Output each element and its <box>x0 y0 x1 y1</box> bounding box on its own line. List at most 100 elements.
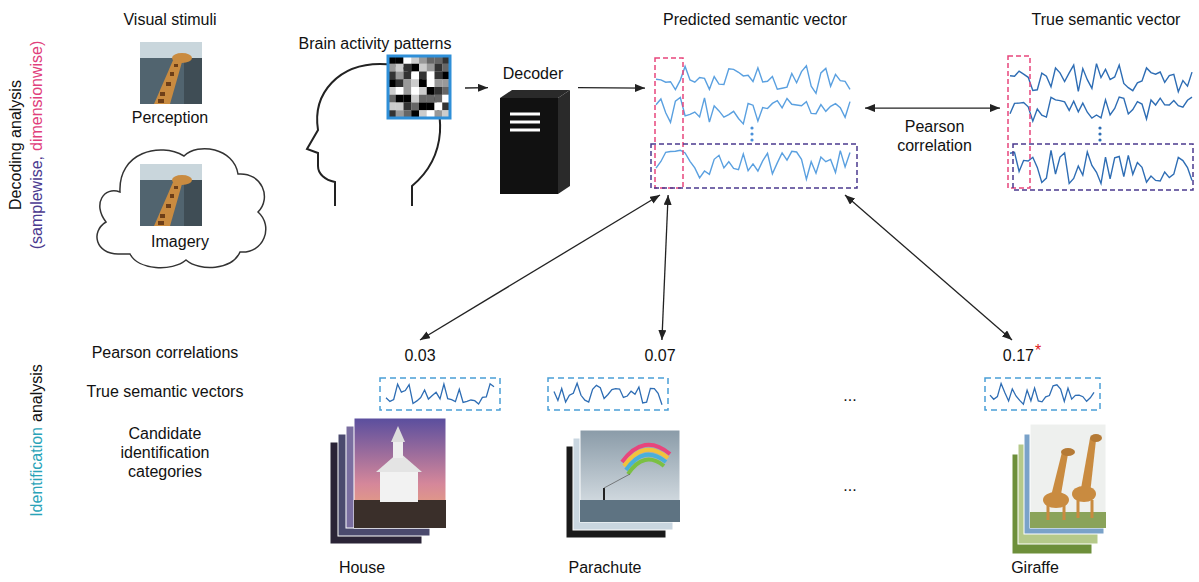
voxel <box>419 72 427 80</box>
candidate-column: 0.07Parachute <box>540 340 780 579</box>
connector-arrow <box>662 195 668 340</box>
vertical-section-label: Decoding analysis(samplewise, dimensionwi… <box>5 30 47 260</box>
voxel <box>427 72 435 80</box>
connector-arrow <box>865 107 1000 108</box>
pattern-frame <box>388 56 450 118</box>
voxel <box>411 95 419 103</box>
connector-arrow <box>465 87 488 89</box>
voxel <box>427 95 435 103</box>
vector-trace <box>554 383 662 405</box>
column-heading: Visual stimuli <box>100 10 240 29</box>
stimulus-box: Perception <box>118 38 222 134</box>
connector-arrow <box>578 87 645 89</box>
vector-trace <box>656 66 850 94</box>
voxel <box>435 95 443 103</box>
brain-activity-pattern <box>388 56 450 118</box>
ellipsis: ... <box>830 386 870 405</box>
parachute-image-stack <box>566 430 680 538</box>
connector-arrow <box>845 195 1012 340</box>
voxel <box>427 64 435 72</box>
significance-star: * <box>1035 341 1049 360</box>
server-icon <box>500 90 570 194</box>
category-name: House <box>320 558 404 577</box>
node-label: Predicted semantic vector <box>645 10 865 29</box>
vertical-label-line: Identification analysis <box>26 330 47 550</box>
voxel <box>419 64 427 72</box>
vector-trace <box>1010 64 1192 92</box>
giraffe-photo <box>140 42 202 104</box>
voxel <box>404 103 412 111</box>
voxel <box>435 103 443 111</box>
vector-trace <box>656 150 850 179</box>
voxel <box>419 95 427 103</box>
node-label: Imagery <box>90 232 270 251</box>
voxel <box>427 79 435 87</box>
voxel <box>411 72 419 80</box>
voxel <box>419 103 427 111</box>
voxel <box>419 79 427 87</box>
voxel <box>404 79 412 87</box>
voxel <box>396 79 404 87</box>
node-label: Perception <box>118 108 222 127</box>
vertical-label-line: Decoding analysis <box>5 30 26 260</box>
predicted-vector-box: Predicted semantic vector <box>645 6 865 195</box>
giraffe-image-stack <box>1012 424 1106 554</box>
voxel <box>435 79 443 87</box>
head-silhouette <box>307 64 440 206</box>
row-heading: Pearson correlations <box>80 343 250 362</box>
voxel <box>396 95 404 103</box>
section-label: analysis <box>28 364 45 422</box>
node-label: Brain activity patterns <box>285 34 465 53</box>
dimensionwise-bracket <box>1008 56 1030 188</box>
brain-box: Brain activity patterns <box>285 32 465 207</box>
vector-trace <box>386 384 494 404</box>
voxel <box>411 79 419 87</box>
vector-trace <box>990 383 1094 404</box>
vector-trace <box>1010 150 1192 183</box>
voxel <box>396 72 404 80</box>
correlation-value: 0.03 <box>390 346 450 365</box>
candidate-column: 0.03House <box>320 340 520 579</box>
voxel <box>427 87 435 95</box>
row-heading: True semantic vectors <box>80 382 250 401</box>
giraffe-photo <box>140 164 202 226</box>
row-heading: Candidate identification categories <box>100 424 230 481</box>
cloud-outline <box>90 142 270 274</box>
imagery-cloud: Imagery <box>90 142 270 274</box>
voxel <box>396 64 404 72</box>
correlation-value: 0.07 <box>630 346 690 365</box>
edge-label: Pearson correlation <box>883 116 987 156</box>
candidate-vector-frame <box>380 378 500 410</box>
voxel <box>411 64 419 72</box>
decoder-box: Decoder <box>488 62 578 197</box>
section-label: (samplewise, <box>28 156 45 249</box>
voxel <box>404 64 412 72</box>
vertical-section-label: Identification analysis <box>26 330 47 550</box>
correlation-value: 0.17 <box>984 346 1034 365</box>
vertical-label-line: (samplewise, dimensionwise) <box>26 30 47 260</box>
voxel <box>419 87 427 95</box>
voxel <box>404 72 412 80</box>
voxel <box>435 87 443 95</box>
vector-trace <box>1010 97 1192 121</box>
candidate-vector-frame <box>548 378 668 410</box>
category-name: Giraffe <box>1000 558 1070 577</box>
voxel <box>435 64 443 72</box>
voxel <box>404 95 412 103</box>
node-label: Decoder <box>488 64 578 83</box>
ellipsis: ... <box>830 476 870 495</box>
section-label: Decoding analysis <box>7 80 24 210</box>
samplewise-bracket <box>651 144 857 188</box>
samplewise-bracket <box>1013 144 1193 190</box>
house-image-stack <box>330 418 446 544</box>
candidate-vector-frame <box>985 378 1100 410</box>
section-label: dimensionwise) <box>28 41 45 151</box>
voxel <box>427 103 435 111</box>
true-vector-box: True semantic vector <box>1000 6 1196 195</box>
voxel <box>435 72 443 80</box>
voxel <box>411 87 419 95</box>
category-name: Parachute <box>540 558 670 577</box>
vector-plots <box>386 64 1192 405</box>
section-label: Identification <box>28 426 45 516</box>
